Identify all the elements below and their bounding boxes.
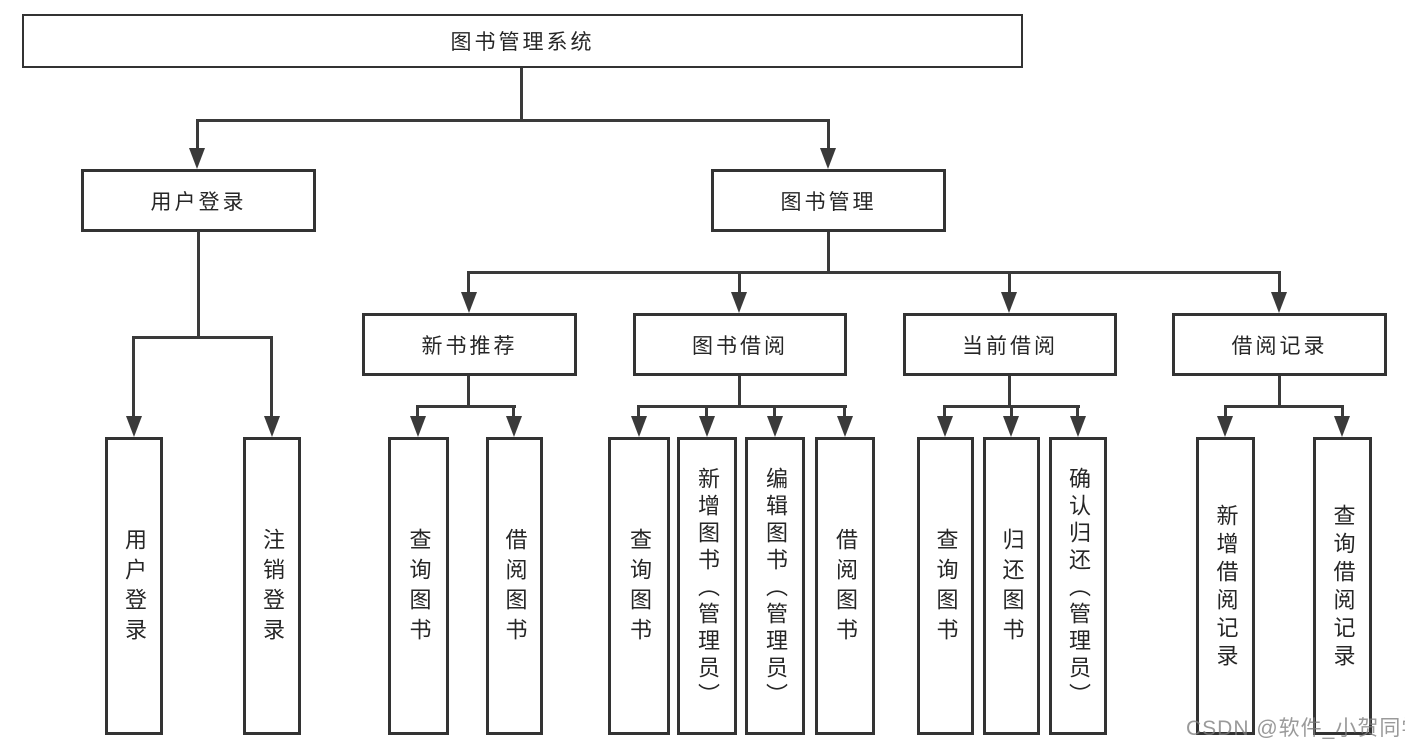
node-current-borrow: 当前借阅 xyxy=(903,313,1117,376)
connector-line xyxy=(1008,376,1011,408)
leaf-add-book-admin: 新增图书（管理员） xyxy=(677,437,737,735)
connector-line xyxy=(705,405,708,418)
connector-line xyxy=(132,336,135,418)
leaf-add-borrow-record: 新增借阅记录 xyxy=(1196,437,1255,735)
leaf-query-book-recommend: 查询图书 xyxy=(388,437,449,735)
connector-level1-bar xyxy=(196,119,830,122)
arrow-down-icon xyxy=(1271,292,1287,313)
leaf-user-login: 用户登录 xyxy=(105,437,163,735)
connector-bar xyxy=(637,405,847,408)
node-book-borrow: 图书借阅 xyxy=(633,313,847,376)
connector-line xyxy=(1224,405,1227,418)
connector-line xyxy=(512,405,515,418)
node-borrow-record: 借阅记录 xyxy=(1172,313,1387,376)
connector-line xyxy=(270,336,273,418)
node-book-management: 图书管理 xyxy=(711,169,946,232)
arrow-down-icon xyxy=(410,416,426,437)
connector-line xyxy=(738,271,741,294)
leaf-borrow-book: 借阅图书 xyxy=(815,437,875,735)
connector-line xyxy=(1341,405,1344,418)
connector-line xyxy=(197,231,200,339)
arrow-down-icon xyxy=(461,292,477,313)
arrow-down-icon xyxy=(1070,416,1086,437)
arrow-down-icon xyxy=(1003,416,1019,437)
connector-line xyxy=(1076,405,1079,418)
arrow-down-icon xyxy=(699,416,715,437)
connector-line xyxy=(467,271,470,294)
connector-line xyxy=(943,405,946,418)
connector-line xyxy=(827,232,830,274)
arrow-down-icon xyxy=(767,416,783,437)
leaf-query-book-current: 查询图书 xyxy=(917,437,974,735)
leaf-logout-login: 注销登录 xyxy=(243,437,301,735)
arrow-down-icon xyxy=(1001,292,1017,313)
leaf-borrow-book-recommend: 借阅图书 xyxy=(486,437,543,735)
connector-line xyxy=(416,405,419,418)
leaf-confirm-return-admin: 确认归还（管理员） xyxy=(1049,437,1107,735)
leaf-return-book: 归还图书 xyxy=(983,437,1040,735)
arrow-down-icon xyxy=(189,148,205,169)
arrow-down-icon xyxy=(731,292,747,313)
arrow-down-icon xyxy=(837,416,853,437)
connector-line xyxy=(1008,271,1011,294)
connector-root-stem xyxy=(520,68,523,121)
node-library-management-system: 图书管理系统 xyxy=(22,14,1023,68)
watermark: CSDN @软件_小贺同学 xyxy=(1186,717,1405,740)
arrow-down-icon xyxy=(937,416,953,437)
arrow-down-icon xyxy=(631,416,647,437)
connector-bar xyxy=(1224,405,1344,408)
connector-line xyxy=(467,376,470,408)
connector-line xyxy=(843,405,846,418)
connector-line xyxy=(1278,271,1281,294)
connector-bar xyxy=(132,336,273,339)
arrow-down-icon xyxy=(1334,416,1350,437)
connector-bar xyxy=(417,405,516,408)
arrow-down-icon xyxy=(264,416,280,437)
arrow-down-icon xyxy=(1217,416,1233,437)
leaf-query-book-borrow: 查询图书 xyxy=(608,437,670,735)
connector-line xyxy=(773,405,776,418)
connector-line xyxy=(637,405,640,418)
node-new-book-recommend: 新书推荐 xyxy=(362,313,577,376)
node-user-login: 用户登录 xyxy=(81,169,316,232)
arrow-down-icon xyxy=(820,148,836,169)
connector-line xyxy=(1278,376,1281,408)
leaf-edit-book-admin: 编辑图书（管理员） xyxy=(745,437,805,735)
connector-line xyxy=(1010,405,1013,418)
arrow-down-icon xyxy=(126,416,142,437)
connector-line xyxy=(827,119,830,149)
connector-level2-bar xyxy=(467,271,1281,274)
leaf-query-borrow-record: 查询借阅记录 xyxy=(1313,437,1372,735)
connector-line xyxy=(196,119,199,149)
arrow-down-icon xyxy=(506,416,522,437)
connector-line xyxy=(738,376,741,408)
